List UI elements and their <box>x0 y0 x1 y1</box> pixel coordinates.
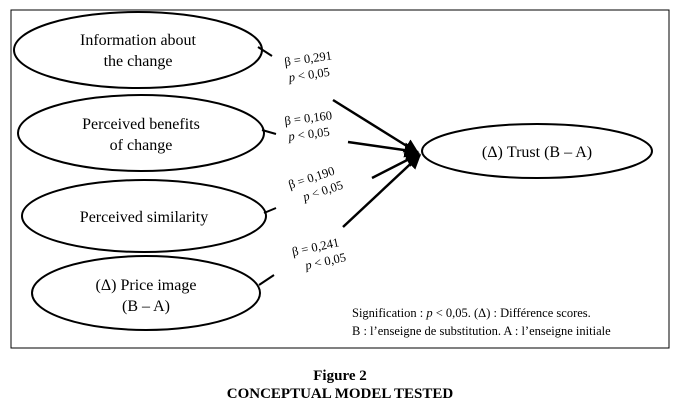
node-label-line1: Perceived similarity <box>80 209 208 226</box>
path-label-similarity: β = 0,190 p < 0,05 <box>287 164 345 205</box>
figure-title: CONCEPTUAL MODEL TESTED <box>226 386 454 402</box>
note-line2: B : l’enseigne de substitution. A : l’en… <box>352 324 611 338</box>
path-label-benefits: β = 0,160 p < 0,05 <box>284 108 333 144</box>
node-label-line2: (B – A) <box>122 298 170 315</box>
node-ellipse <box>421 123 653 179</box>
figure-number: Figure 2 <box>313 368 367 384</box>
node-ellipse <box>31 255 261 331</box>
node-label-line1: (Δ) Trust (B – A) <box>482 144 592 161</box>
legend-note: Signification : p < 0,05. (Δ) : Différen… <box>352 306 611 338</box>
node-label-line1: Information about <box>80 32 197 49</box>
node-label-line2: of change <box>110 137 173 154</box>
p-value: p < 0,05 <box>287 125 331 144</box>
node-ellipse <box>13 11 263 89</box>
p-value: p < 0,05 <box>287 65 331 85</box>
node-perceived-benefits: Perceived benefits of change <box>17 94 265 172</box>
node-information-about-change: Information about the change <box>13 11 263 89</box>
node-label-line1: Perceived benefits <box>82 116 200 133</box>
p-value: p < 0,05 <box>303 250 347 273</box>
node-perceived-similarity: Perceived similarity <box>21 179 267 253</box>
path-label-price-image: β = 0,241 p < 0,05 <box>291 235 348 273</box>
path-arrow-information <box>257 46 420 155</box>
note-line1: Signification : p < 0,05. (Δ) : Différen… <box>352 306 591 320</box>
path-label-information: β = 0,291 p < 0,05 <box>283 48 332 85</box>
node-label-line2: the change <box>104 53 173 70</box>
path-arrow-benefits <box>261 129 420 158</box>
node-ellipse <box>21 179 267 253</box>
beta-value: β = 0,160 <box>284 108 333 128</box>
node-ellipse <box>17 94 265 172</box>
node-price-image: (Δ) Price image (B – A) <box>31 255 261 331</box>
node-trust: (Δ) Trust (B – A) <box>421 123 653 179</box>
path-arrow-price-image <box>258 153 422 286</box>
diagram-frame <box>10 9 670 349</box>
conceptual-model-diagram: Information about the change Perceived b… <box>10 9 670 349</box>
beta-value: β = 0,291 <box>283 48 332 69</box>
node-label-line1: (Δ) Price image <box>96 277 197 294</box>
